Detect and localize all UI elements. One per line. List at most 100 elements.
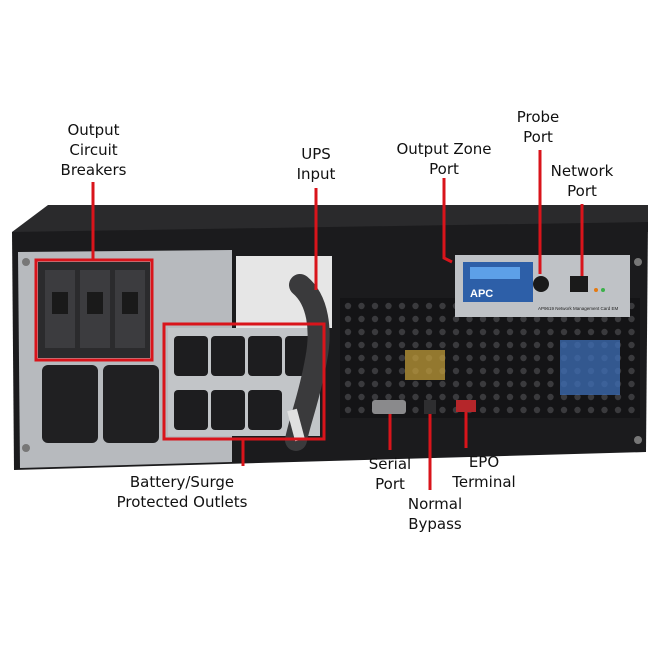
vent-hole [439, 315, 446, 323]
vent-hole [425, 380, 433, 388]
label-network-port: Network Port [550, 162, 614, 200]
vent-hole [358, 341, 365, 349]
vent-hole [574, 315, 581, 323]
vent-hole [412, 302, 419, 310]
vent-hole [628, 328, 635, 336]
vent-hole [506, 354, 514, 362]
vent-hole [479, 341, 487, 349]
vent-hole [385, 380, 392, 388]
vent-hole [533, 393, 541, 401]
vent-hole [398, 380, 406, 388]
vent-hole [439, 393, 446, 401]
vent-hole [533, 328, 541, 336]
vent-hole [412, 341, 419, 349]
network-port-socket [570, 276, 588, 292]
serial-port-socket [372, 400, 406, 414]
vent-hole [452, 380, 460, 388]
vent-hole [506, 380, 514, 388]
vent-hole [466, 341, 473, 349]
vent-hole [520, 380, 527, 388]
vent-hole [358, 302, 365, 310]
vent-hole [493, 328, 500, 336]
vent-hole [371, 341, 379, 349]
label-output-zone-port: Output Zone Port [396, 140, 492, 178]
vent-hole [439, 328, 446, 336]
vent-hole [520, 367, 527, 375]
bypass-switch [424, 400, 436, 414]
vent-hole [452, 367, 460, 375]
vent-hole [466, 367, 473, 375]
vent-hole [587, 315, 595, 323]
vent-hole [520, 393, 527, 401]
vent-hole [587, 406, 595, 414]
vent-hole [385, 393, 392, 401]
epo-terminal-block [456, 400, 476, 412]
vent-hole [452, 341, 460, 349]
vent-hole [533, 341, 541, 349]
vent-hole [614, 406, 622, 414]
vent-hole [560, 328, 568, 336]
label-epo-terminal: EPO Terminal [452, 453, 516, 491]
vent-hole [358, 380, 365, 388]
vent-hole [479, 315, 487, 323]
vent-hole [344, 367, 352, 375]
vent-hole [439, 380, 446, 388]
vent-hole [493, 315, 500, 323]
vent-hole [614, 315, 622, 323]
vent-hole [547, 328, 554, 336]
vent-hole [479, 406, 487, 414]
vent-hole [493, 367, 500, 375]
vent-hole [506, 315, 514, 323]
vent-hole [628, 367, 635, 375]
vent-hole [560, 393, 568, 401]
vent-hole [587, 393, 595, 401]
vent-hole [452, 315, 460, 323]
vent-hole [371, 393, 379, 401]
vent-hole [398, 341, 406, 349]
vent-hole [412, 380, 419, 388]
vent-hole [493, 354, 500, 362]
label-ups-input: UPS Input [296, 145, 336, 183]
vent-hole [601, 328, 608, 336]
vent-hole [547, 341, 554, 349]
vent-hole [385, 302, 392, 310]
vent-hole [358, 367, 365, 375]
vent-hole [358, 393, 365, 401]
label-output-circuit-breakers: Output Circuit Breakers [60, 121, 127, 179]
vent-hole [398, 393, 406, 401]
vent-hole [520, 315, 527, 323]
vent-hole [371, 302, 379, 310]
vent-hole [466, 393, 473, 401]
vent-hole [520, 406, 527, 414]
vent-hole [344, 406, 352, 414]
vent-hole [628, 406, 635, 414]
label-probe-port: Probe Port [516, 108, 560, 146]
probe-port-socket [533, 276, 549, 292]
vent-hole [547, 354, 554, 362]
vent-hole [628, 354, 635, 362]
vent-hole [547, 315, 554, 323]
network-management-card: APC AP9619 Network Management Card EM [455, 255, 630, 317]
vent-hole [533, 406, 541, 414]
vent-hole [385, 354, 392, 362]
vent-hole [398, 328, 406, 336]
vent-hole [601, 315, 608, 323]
vent-hole [344, 380, 352, 388]
label-normal-bypass: Normal Bypass [407, 495, 463, 533]
vent-hole [493, 406, 500, 414]
vent-hole [533, 367, 541, 375]
vent-hole [425, 328, 433, 336]
vent-hole [479, 380, 487, 388]
vent-hole [371, 367, 379, 375]
vent-hole [547, 406, 554, 414]
vent-hole [547, 367, 554, 375]
vent-hole [425, 315, 433, 323]
vent-hole [614, 328, 622, 336]
vent-hole [452, 393, 460, 401]
vent-hole [479, 328, 487, 336]
vent-hole [398, 315, 406, 323]
vent-hole [425, 302, 433, 310]
circuit-breakers [38, 262, 150, 358]
vent-hole [398, 367, 406, 375]
